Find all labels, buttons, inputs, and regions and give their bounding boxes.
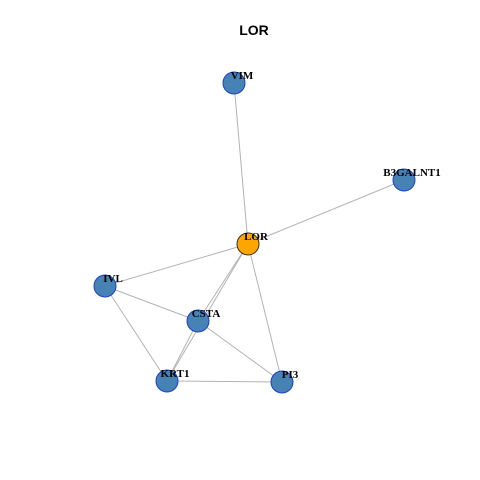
edge-lor-b3galnt1	[247, 179, 405, 245]
edge-layer	[104, 82, 405, 383]
node-lor	[236, 232, 260, 256]
node-vim	[222, 71, 246, 95]
node-label-krt1: KRT1	[161, 368, 190, 380]
edge-lor-pi3	[247, 243, 283, 383]
node-label-csta: CSTA	[192, 308, 221, 320]
edge-ivl-krt1	[104, 285, 168, 382]
edge-ivl-csta	[104, 285, 199, 322]
node-csta	[186, 309, 210, 333]
node-b3galnt1	[392, 168, 416, 192]
edge-lor-krt1	[166, 243, 249, 382]
node-label-pi3: PI3	[282, 369, 299, 381]
node-label-lor: LOR	[244, 231, 269, 243]
node-label-ivl: IVL	[103, 273, 123, 285]
node-label-b3galnt1: B3GALNT1	[383, 167, 440, 179]
node-krt1	[155, 369, 179, 393]
edge-krt1-pi3	[166, 380, 283, 383]
node-layer	[93, 71, 416, 394]
edge-lor-ivl	[104, 243, 249, 287]
plot-title: LOR	[239, 22, 269, 38]
edge-lor-vim	[233, 82, 249, 245]
node-label-vim: VIM	[231, 70, 254, 82]
node-pi3	[270, 370, 294, 394]
edge-csta-pi3	[197, 320, 283, 383]
edge-lor-csta	[197, 243, 249, 322]
node-ivl	[93, 274, 117, 298]
